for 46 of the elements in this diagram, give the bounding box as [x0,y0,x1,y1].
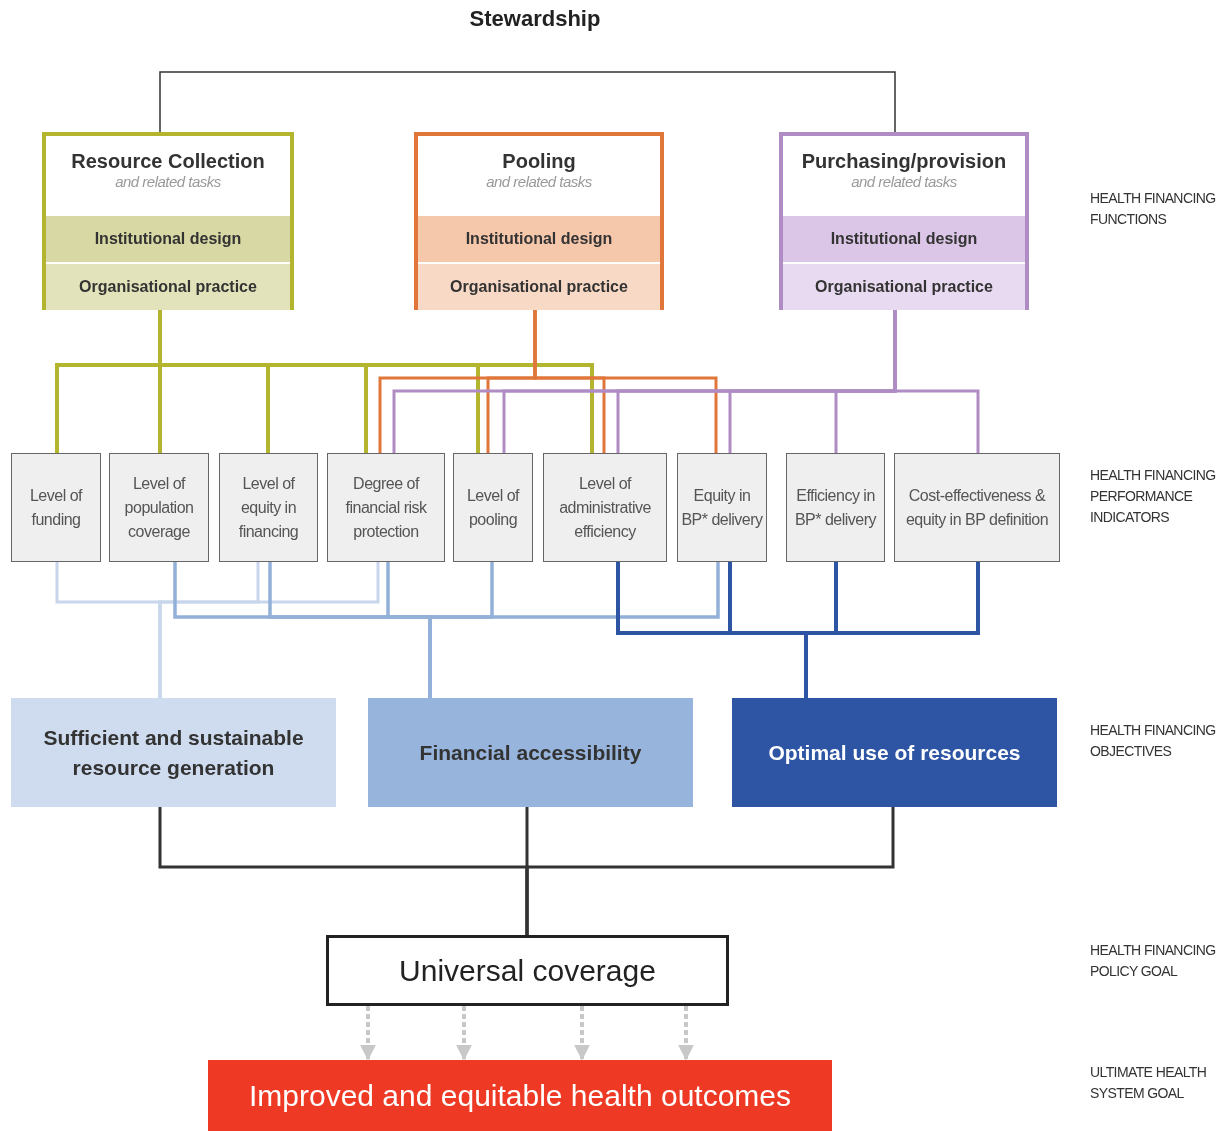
connector-line [533,310,718,453]
connector-line [893,310,980,453]
function-band: Organisational practice [46,264,290,310]
objective-box: Financial accessibility [368,698,693,807]
level-label: HEALTH FINANCING FUNCTIONS [1090,189,1217,229]
level-label: HEALTH FINANCING OBJECTIVES [1090,721,1217,761]
ultimate-goal-box: Improved and equitable health outcomes [208,1060,832,1131]
indicator-box: Cost-effectiveness & equity in BP definition [894,453,1060,562]
indicator-box: Efficiency in BP* delivery [786,453,885,562]
function-subtitle: and related tasks [486,173,592,190]
function-band: Institutional design [783,216,1025,262]
arrow [574,1006,590,1061]
function-box [42,132,294,310]
connector-line [525,807,895,935]
indicator-box: Level of population coverage [109,453,209,562]
function-subtitle: and related tasks [851,173,957,190]
connector-line [804,562,980,698]
function-box [414,132,664,310]
indicator-box: Level of funding [11,453,101,562]
connector-line [158,562,380,698]
connector-line [428,562,720,698]
objective-box: Sufficient and sustainable resource generation [11,698,336,807]
function-band: Organisational practice [783,264,1025,310]
level-label: ULTIMATE HEALTH SYSTEM GOAL [1090,1063,1208,1103]
arrow [456,1006,472,1061]
level-label: HEALTH FINANCING POLICY GOAL [1090,941,1217,981]
indicator-box: Degree of financial risk protection [327,453,445,562]
arrow [360,1006,376,1061]
indicator-box: Level of administrative efficiency [543,453,667,562]
function-band: Institutional design [46,216,290,262]
function-box [779,132,1029,310]
function-band: Institutional design [418,216,660,262]
arrow [678,1006,694,1061]
indicator-box: Level of equity in financing [219,453,318,562]
function-heading: Resource Collection [71,150,265,173]
level-label: HEALTH FINANCING PERFORMANCE INDICATORS [1090,466,1217,527]
function-band: Organisational practice [418,264,660,310]
function-heading: Purchasing/provision [801,150,1007,173]
diagram-title: Stewardship [468,6,602,32]
connector-line [159,71,896,133]
function-heading: Pooling [502,150,576,173]
function-subtitle: and related tasks [115,173,221,190]
policy-goal-box: Universal coverage [326,935,729,1006]
indicator-box: Equity in BP* delivery [677,453,767,562]
objective-box: Optimal use of resources [732,698,1057,807]
indicator-box: Level of pooling [453,453,533,562]
